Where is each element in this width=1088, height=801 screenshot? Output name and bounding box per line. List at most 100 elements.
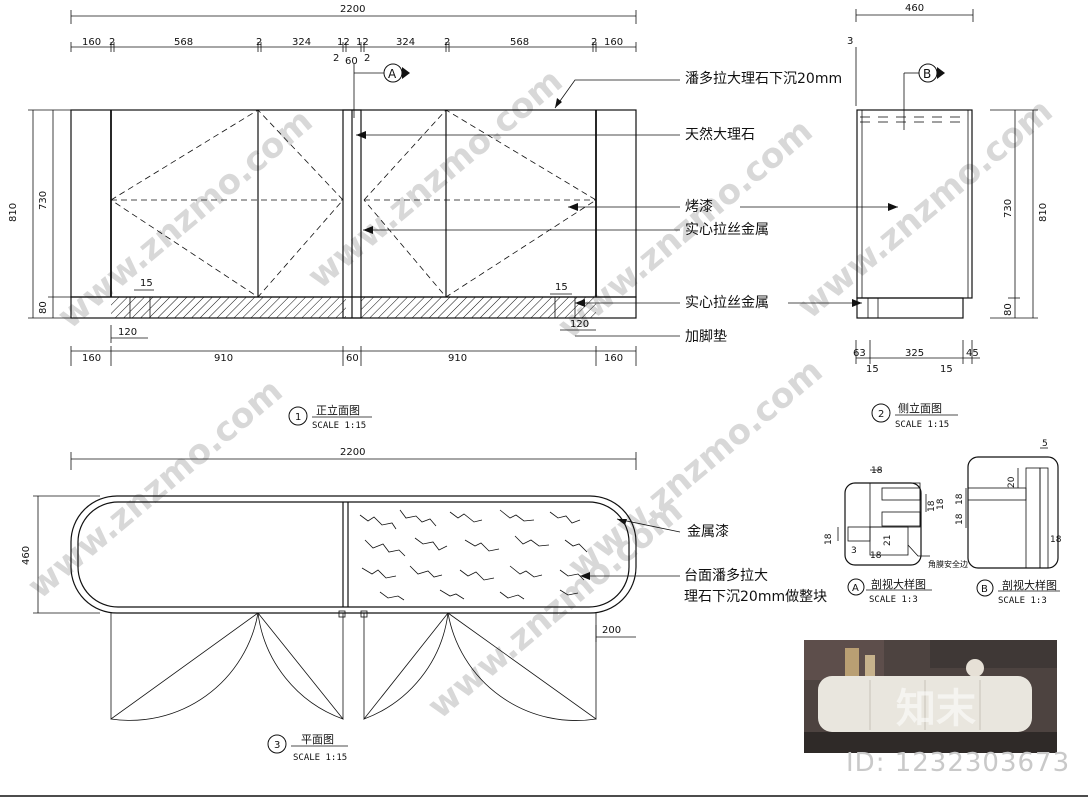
image-id-text: ID: 1232303673 xyxy=(846,748,1071,778)
dim-detail-a: 18 xyxy=(824,533,834,545)
watermark: www.znzmo.com xyxy=(300,61,570,297)
dim-detail-a: 21 xyxy=(883,535,893,546)
dim-side-bottom2: 15 xyxy=(940,364,953,375)
scale-plan: SCALE 1:15 xyxy=(293,753,347,763)
watermark: www.znzmo.com xyxy=(20,371,290,607)
dim-side-bottom: 325 xyxy=(905,348,924,359)
dim-460: 460 xyxy=(21,546,32,565)
dim-mid: 2 xyxy=(364,53,370,64)
dim-2200: 2200 xyxy=(340,447,365,458)
title-number: 2 xyxy=(878,409,884,420)
photo-logo: 知末 xyxy=(896,686,976,732)
section-marker-a: A xyxy=(388,67,397,81)
dim-bottom: 60 xyxy=(346,353,359,364)
reference-photo: 知末 xyxy=(804,640,1057,753)
dim-detail-b: 18 xyxy=(955,513,965,525)
front-title: 1 正立面图 SCALE 1:15 xyxy=(288,403,372,431)
plan-view: 2200 460 xyxy=(21,447,637,721)
marker-b: B xyxy=(981,584,988,595)
dim-side-bottom: 63 xyxy=(853,348,866,359)
dim-detail-b: 18 xyxy=(955,493,965,505)
dim-460: 460 xyxy=(905,3,924,14)
dim-bottom: 910 xyxy=(214,353,233,364)
dim-810: 810 xyxy=(1038,203,1049,222)
dim-seg: 324 xyxy=(292,37,311,48)
dim-120: 120 xyxy=(118,327,137,338)
title-front: 正立面图 xyxy=(316,403,360,417)
dim-seg: 160 xyxy=(82,37,101,48)
dim-80: 80 xyxy=(38,301,49,314)
label-natural-marble: 天然大理石 xyxy=(685,126,755,143)
label-brushed-metal: 实心拉丝金属 xyxy=(685,222,769,238)
dim-bottom: 910 xyxy=(448,353,467,364)
dim-seg: 12 xyxy=(337,37,350,48)
dim-detail-a: 18 xyxy=(871,466,883,476)
detail-b: 5 20 18 18 18 B 剖视大样图 SCALE 1:3 xyxy=(955,439,1062,606)
dim-detail-a: 18 xyxy=(870,551,882,561)
section-marker-b: B xyxy=(923,67,931,81)
title-plan: 平面图 xyxy=(301,733,334,746)
label-metal-paint: 金属漆 xyxy=(687,524,729,540)
front-elevation: 2200 160 2 568 2 324 12 12 324 2 568 xyxy=(8,4,637,366)
dim-side-bottom: 45 xyxy=(966,348,979,359)
dim-200: 200 xyxy=(602,625,621,636)
note-safe-edge: 角膜安全边 xyxy=(928,559,968,569)
dim-mid: 2 xyxy=(333,53,339,64)
scale-detail-a: SCALE 1:3 xyxy=(869,595,918,605)
dim-seg: 2 xyxy=(256,37,262,48)
marble-veins xyxy=(359,509,588,601)
detail-a: 18 18 18 21 3 18 18 角膜安全边 A 剖视大样图 SCALE … xyxy=(824,466,968,605)
side-elevation: 460 3 B 730 810 80 xyxy=(847,3,1049,375)
dim-detail-b: 20 xyxy=(1007,476,1017,488)
dim-80: 80 xyxy=(1003,303,1014,316)
title-detail-a: 剖视大样图 xyxy=(871,577,926,591)
dim-seg: 2 xyxy=(444,37,450,48)
dim-mid: 60 xyxy=(345,56,358,67)
label-foot-pad: 加脚垫 xyxy=(685,329,727,345)
watermark-layer: www.znzmo.com www.znzmo.com www.znzmo.co… xyxy=(20,61,1060,727)
title-detail-b: 剖视大样图 xyxy=(1002,578,1057,592)
label-paint: 烤漆 xyxy=(685,199,713,215)
dim-810: 810 xyxy=(8,203,19,222)
dim-detail-b: 18 xyxy=(1050,535,1062,545)
front-leaders: 潘多拉大理石下沉20mm 天然大理石 烤漆 实心拉丝金属 实心拉丝金属 加脚垫 xyxy=(356,70,898,345)
title-number: 1 xyxy=(295,412,301,423)
label-plan-top-2: 理石下沉20mm做整块 xyxy=(684,589,827,605)
dim-bottom: 160 xyxy=(604,353,623,364)
marker-a: A xyxy=(852,583,859,594)
side-title: 2 侧立面图 SCALE 1:15 xyxy=(871,401,958,430)
dim-seg: 568 xyxy=(174,37,193,48)
dim-seg: 12 xyxy=(356,37,369,48)
dim-detail-a: 18 xyxy=(927,500,937,512)
dim-730: 730 xyxy=(38,191,49,210)
dim-detail-b: 5 xyxy=(1042,439,1048,449)
dim-3: 3 xyxy=(847,36,853,47)
dim-bottom: 160 xyxy=(82,353,101,364)
watermark: www.znzmo.com xyxy=(560,351,830,587)
dim-side-bottom2: 15 xyxy=(866,364,879,375)
plan-title: 3 平面图 SCALE 1:15 xyxy=(267,733,348,763)
label-plan-top-1: 台面潘多拉大 xyxy=(684,567,768,584)
scale-detail-b: SCALE 1:3 xyxy=(998,596,1047,606)
dim-detail-a: 18 xyxy=(936,498,946,510)
scale-side: SCALE 1:15 xyxy=(895,420,949,430)
watermark: www.znzmo.com xyxy=(790,91,1060,327)
dim-seg: 160 xyxy=(604,37,623,48)
label-brushed-metal-2: 实心拉丝金属 xyxy=(685,295,769,311)
plan-leaders: 金属漆 台面潘多拉大 理石下沉20mm做整块 xyxy=(580,518,827,605)
label-marble-top: 潘多拉大理石下沉20mm xyxy=(685,70,842,87)
title-side: 侧立面图 xyxy=(898,401,942,415)
dim-seg: 2 xyxy=(591,37,597,48)
dim-15: 15 xyxy=(140,278,153,289)
dim-120: 120 xyxy=(570,319,589,330)
dim-seg: 324 xyxy=(396,37,415,48)
dim-2200: 2200 xyxy=(340,4,365,15)
dim-seg: 568 xyxy=(510,37,529,48)
scale-front: SCALE 1:15 xyxy=(312,421,366,431)
title-number: 3 xyxy=(274,740,280,751)
dim-730: 730 xyxy=(1003,199,1014,218)
dim-15: 15 xyxy=(555,282,568,293)
dim-seg: 2 xyxy=(109,37,115,48)
dim-detail-a: 3 xyxy=(851,546,857,556)
